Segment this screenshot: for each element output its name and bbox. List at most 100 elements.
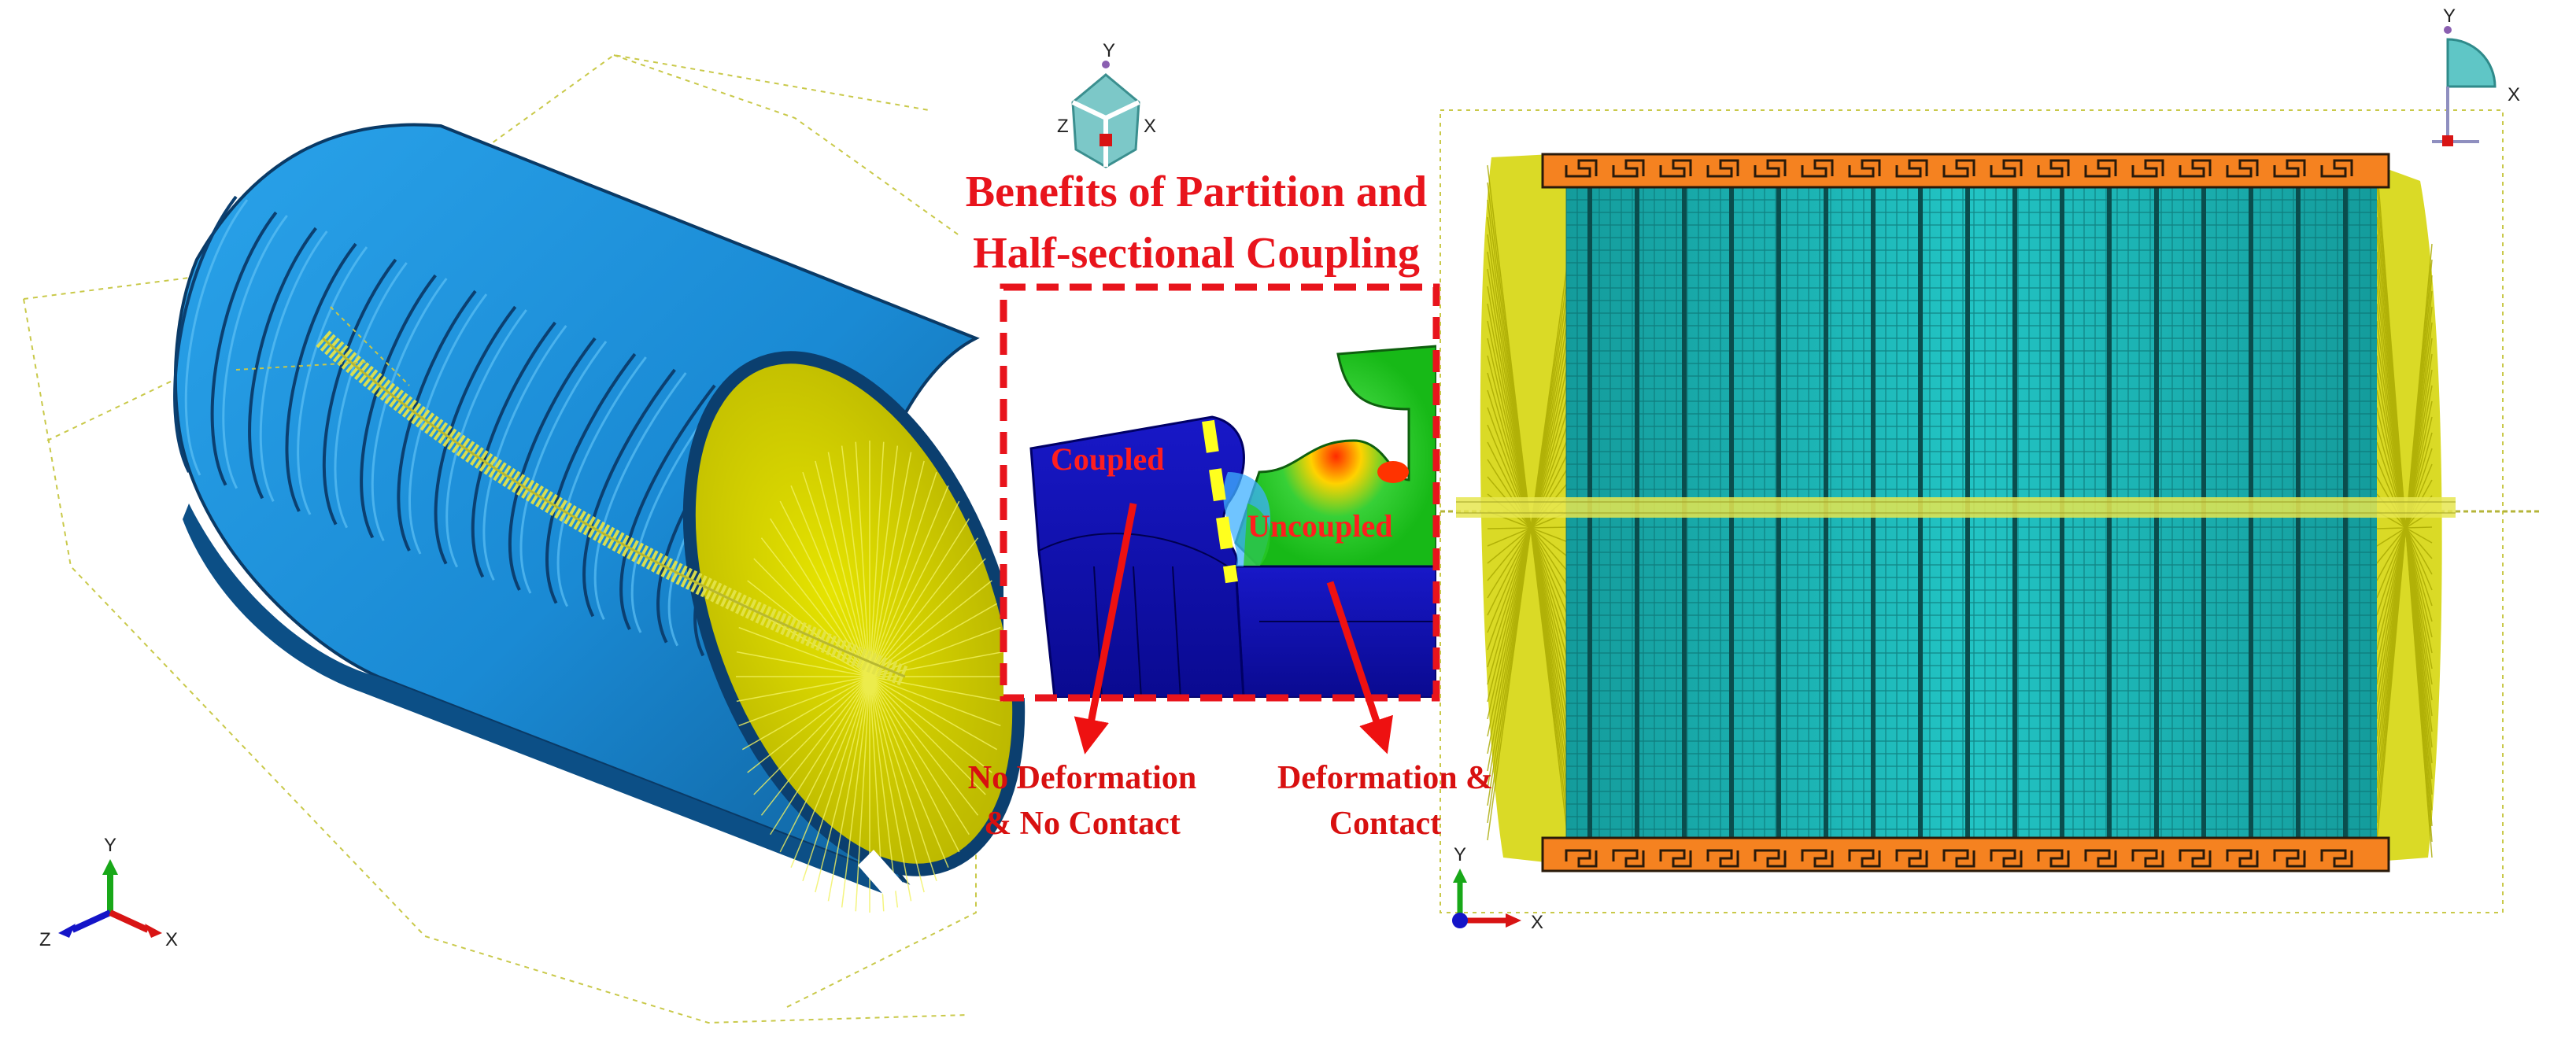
face-ray — [869, 676, 912, 902]
face-ray — [779, 676, 870, 853]
face-ray — [869, 676, 998, 751]
center-triad-z-label: Z — [1057, 116, 1069, 137]
face-ray — [770, 676, 870, 836]
rib-highlight — [556, 356, 647, 607]
rail-tooth — [2320, 849, 2353, 868]
rib-line — [322, 258, 397, 526]
rail-tooth — [2084, 159, 2117, 178]
rail-tooth — [2084, 849, 2117, 868]
right-triad-y-label: Y — [1454, 844, 1466, 865]
face-ray — [855, 676, 870, 912]
rib-line — [397, 290, 477, 552]
face-ray — [741, 676, 870, 751]
right-model-view: Y X Y X — [1440, 6, 2542, 933]
corner-triad-y-label: Y — [2443, 6, 2456, 27]
rail-tooth — [2037, 159, 2070, 178]
uncoupled-arrow — [1326, 581, 1393, 754]
rail-tooth — [1990, 159, 2023, 178]
rib-line — [619, 384, 716, 630]
face-ray — [802, 471, 870, 677]
rail-tooth — [1942, 849, 1975, 868]
rail-tooth — [1612, 159, 1645, 178]
face-ray — [869, 441, 885, 677]
title-line-2: Half-sectional Coupling — [973, 229, 1420, 278]
rib-line — [545, 352, 637, 604]
face-ray — [869, 676, 949, 868]
rib-line — [582, 368, 676, 618]
face-ray — [869, 537, 979, 677]
face-ray — [869, 558, 986, 677]
no-deformation-note: No Deformation & No Contact — [933, 755, 1232, 847]
face-ray — [815, 676, 870, 893]
rib-highlight — [334, 262, 408, 529]
face-ray — [869, 460, 925, 677]
left-axis-triad: Y Z X — [39, 835, 178, 950]
rib-highlight — [184, 199, 249, 476]
face-ray — [753, 676, 870, 795]
inset-lower-block — [1234, 565, 1436, 698]
face-ray — [869, 676, 970, 836]
center-triad-x-label: X — [1144, 116, 1156, 137]
center-view-triad: Y Z X — [1057, 40, 1156, 168]
coupled-arrow — [1074, 503, 1137, 754]
left-triad-z-label: Z — [39, 929, 51, 950]
fan-line — [1487, 526, 1571, 529]
face-ray — [869, 676, 1001, 727]
fan-line — [2376, 243, 2433, 841]
face-ray — [869, 518, 970, 677]
face-ray — [738, 626, 870, 677]
rail-tooth — [1990, 849, 2023, 868]
rail-tooth — [1659, 849, 1692, 868]
face-ray — [869, 603, 998, 677]
face-ray — [869, 676, 992, 773]
face-ray — [790, 485, 870, 677]
rail-tooth — [2226, 159, 2259, 178]
fan-line — [1487, 476, 1571, 575]
rail-tooth — [1612, 849, 1645, 868]
rail-tooth — [1754, 159, 1787, 178]
face-ray — [869, 676, 1003, 703]
face-ray — [790, 676, 870, 868]
face-ray — [736, 676, 870, 703]
rail-tooth — [2273, 159, 2306, 178]
right-axis-triad: Y X — [1452, 844, 1543, 933]
rail-tooth — [2179, 849, 2212, 868]
right-top-rail — [1541, 153, 2390, 189]
uncoupled-label: Uncoupled — [1247, 508, 1393, 544]
rail-tooth — [2131, 159, 2164, 178]
title-line-1: Benefits of Partition and — [965, 168, 1428, 216]
left-cylinder — [173, 123, 1026, 913]
left-triad-y-label: Y — [104, 835, 116, 856]
face-ray — [855, 441, 870, 677]
rail-tooth — [1895, 159, 1928, 178]
coupled-label: Coupled — [1051, 441, 1165, 477]
rib-highlight — [408, 293, 488, 555]
rib-line — [360, 274, 437, 539]
face-ray — [841, 676, 870, 908]
face-ray — [869, 676, 925, 893]
face-ray — [736, 651, 870, 677]
rib-highlight — [222, 215, 288, 489]
no-deformation-line1: No Deformation — [967, 760, 1197, 796]
rib-line — [248, 227, 317, 500]
no-deformation-line2: & No Contact — [984, 806, 1181, 842]
deformation-line1: Deformation & — [1277, 760, 1494, 796]
face-ray — [747, 676, 870, 773]
rail-tooth — [2037, 849, 2070, 868]
face-ray — [869, 676, 960, 853]
rail-tooth — [1565, 849, 1598, 868]
face-ray — [827, 452, 870, 677]
rib-highlight — [482, 325, 567, 581]
rib-highlight — [297, 246, 368, 515]
inset-frame — [1000, 283, 1440, 702]
face-ray — [869, 676, 937, 882]
inset-coupling-line — [1202, 419, 1238, 584]
rail-tooth — [1942, 159, 1975, 178]
cylinder-lower-rim — [183, 504, 905, 893]
face-ray — [869, 676, 979, 816]
left-triad-x-label: X — [165, 929, 178, 950]
face-ray — [869, 676, 986, 795]
face-notch — [858, 850, 905, 897]
rail-tooth — [1801, 849, 1834, 868]
